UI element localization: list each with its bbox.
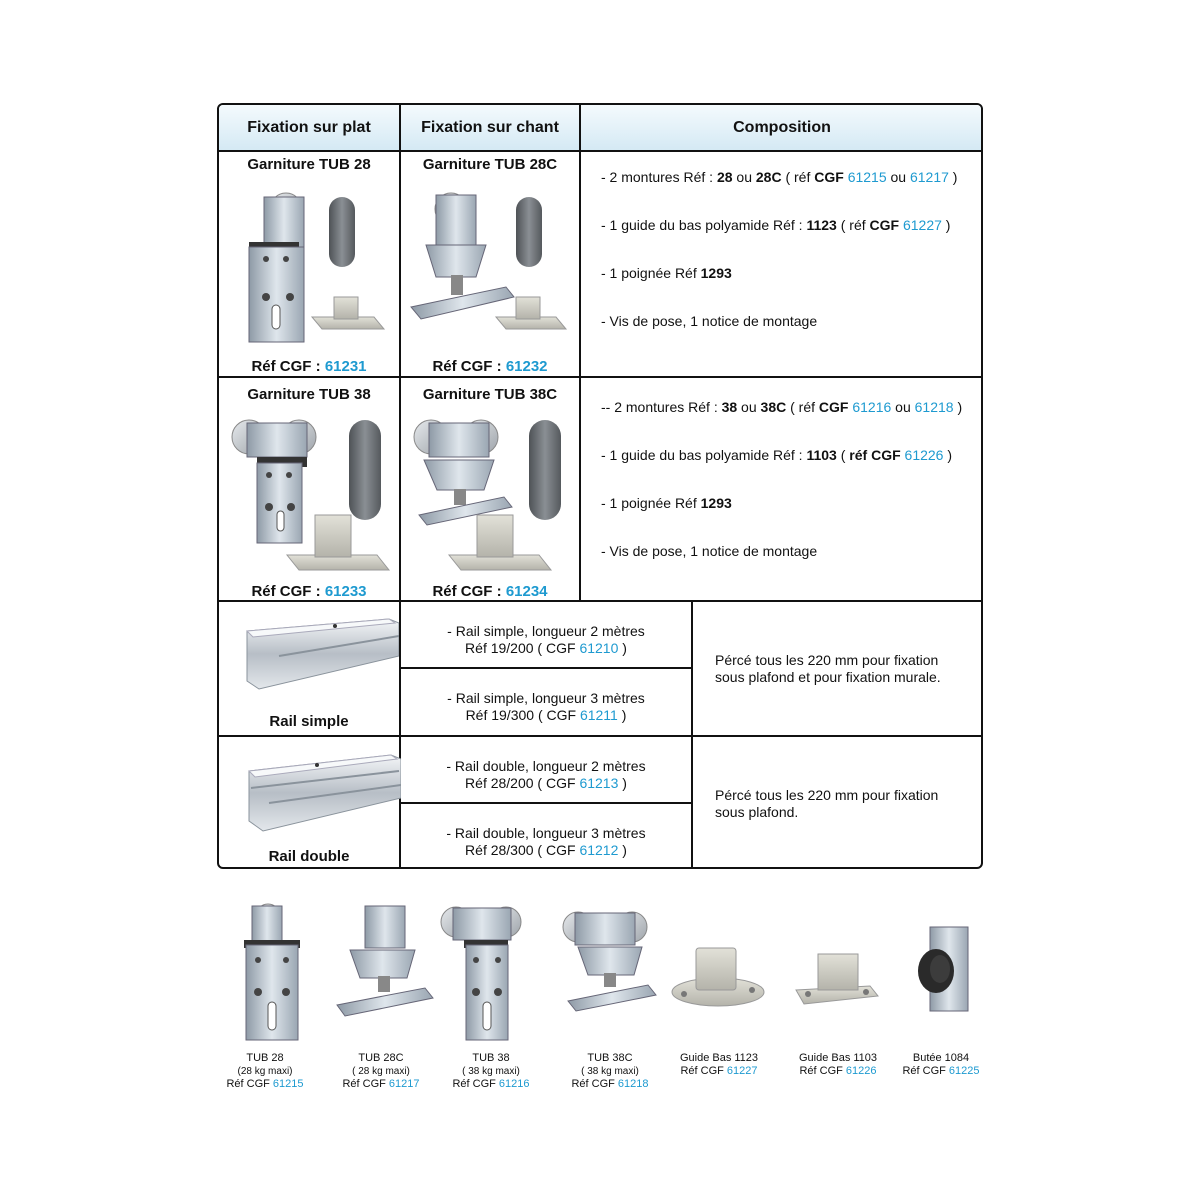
row1-mid-title: Garniture TUB 28C <box>422 156 558 173</box>
row2-left-title: Garniture TUB 38 <box>247 386 371 403</box>
bottom-butee-1084-image <box>918 926 969 1012</box>
bottom-tub28-image <box>244 903 300 1041</box>
rail-double-image <box>247 754 401 832</box>
ref-label: Réf CGF : <box>251 358 321 375</box>
row2-comp-line-4: - Vis de pose, 1 notice de montage <box>601 543 818 559</box>
rail-ref: Réf 28/200 ( CGF 61213 ) <box>465 775 627 791</box>
rail-desc: - Rail double, longueur 3 mètres <box>446 825 646 841</box>
header-fixation-plat: Fixation sur plat <box>219 105 399 151</box>
row1-left-ref: Réf CGF : 61231 <box>219 358 399 375</box>
ref-label: Réf CGF : <box>251 583 321 600</box>
bottom-tub38-image <box>440 906 522 1041</box>
divider <box>399 105 401 867</box>
row1-left-title: Garniture TUB 28 <box>247 156 371 173</box>
rail-simple-2m: - Rail simple, longueur 2 mètres Réf 19/… <box>401 623 691 657</box>
row2-mid-ref: Réf CGF : 61234 <box>401 583 579 600</box>
bottom-tub28c-image <box>336 905 434 1017</box>
ref-number: 61232 <box>505 358 548 375</box>
rail-ref: Réf 28/300 ( CGF 61212 ) <box>465 842 627 858</box>
ref-label: Réf CGF : <box>432 358 502 375</box>
bottom-caption-guide-1103: Guide Bas 1103 Réf CGF 61226 <box>798 1052 878 1077</box>
bottom-caption-tub28c: TUB 28C ( 28 kg maxi) Réf CGF 61217 <box>342 1052 420 1090</box>
rail-simple-image <box>245 618 399 690</box>
row2-comp-line-2: - 1 guide du bas polyamide Réf : 1103 ( … <box>601 447 953 463</box>
rail-simple-label: Rail simple <box>269 713 349 730</box>
rail-desc: - Rail simple, longueur 3 mètres <box>447 690 645 706</box>
ref-number: 61233 <box>324 583 367 600</box>
divider <box>579 105 581 600</box>
rail-simple-note: Pércé tous les 220 mm pour fixation sous… <box>715 652 941 685</box>
tub38-image <box>231 419 391 571</box>
row1-comp-line-2: - 1 guide du bas polyamide Réf : 1123 ( … <box>601 217 951 233</box>
bottom-caption-tub28: TUB 28 (28 kg maxi) Réf CGF 61215 <box>226 1052 304 1090</box>
divider <box>219 150 981 152</box>
tub28-image <box>248 192 386 343</box>
bottom-caption-guide-1123: Guide Bas 1123 Réf CGF 61227 <box>679 1052 759 1077</box>
tub38c-image <box>413 419 561 571</box>
row1-mid-ref: Réf CGF : 61232 <box>401 358 579 375</box>
divider <box>219 376 981 378</box>
ref-label: Réf CGF : <box>432 583 502 600</box>
rail-double-3m: - Rail double, longueur 3 mètres Réf 28/… <box>401 825 691 859</box>
row2-comp-line-1: -- 2 montures Réf : 38 ou 38C ( réf CGF … <box>601 399 963 415</box>
divider <box>399 802 691 804</box>
rail-simple-3m: - Rail simple, longueur 3 mètres Réf 19/… <box>401 690 691 724</box>
product-table: Fixation sur plat Fixation sur chant Com… <box>217 103 983 869</box>
rail-ref: Réf 19/300 ( CGF 61211 ) <box>465 707 627 723</box>
divider <box>399 667 691 669</box>
row1-comp-line-4: - Vis de pose, 1 notice de montage <box>601 313 818 329</box>
divider <box>691 600 693 867</box>
ref-number: 61234 <box>505 583 548 600</box>
row1-comp-line-1: - 2 montures Réf : 28 ou 28C ( réf CGF 6… <box>601 169 958 185</box>
rail-desc: - Rail double, longueur 2 mètres <box>446 758 646 774</box>
row2-comp-line-3: - 1 poignée Réf 1293 <box>601 495 732 511</box>
tub28c-image <box>410 192 568 330</box>
rail-desc: - Rail simple, longueur 2 mètres <box>447 623 645 639</box>
header-composition: Composition <box>581 105 981 151</box>
bottom-caption-tub38: TUB 38 ( 38 kg maxi) Réf CGF 61216 <box>452 1052 530 1090</box>
divider <box>219 735 981 737</box>
row1-comp-line-3: - 1 poignée Réf 1293 <box>601 265 732 281</box>
rail-double-label: Rail double <box>268 848 350 865</box>
bottom-tub38c-image <box>562 911 657 1012</box>
ref-number: 61231 <box>324 358 367 375</box>
divider <box>219 600 981 602</box>
bottom-caption-tub38c: TUB 38C ( 38 kg maxi) Réf CGF 61218 <box>571 1052 649 1090</box>
row2-mid-title: Garniture TUB 38C <box>422 386 558 403</box>
bottom-caption-butee-1084: Butée 1084 Réf CGF 61225 <box>902 1052 980 1077</box>
header-fixation-chant: Fixation sur chant <box>401 105 579 151</box>
bottom-guide-1103-image <box>795 953 879 1005</box>
rail-ref: Réf 19/200 ( CGF 61210 ) <box>465 640 627 656</box>
row2-left-ref: Réf CGF : 61233 <box>219 583 399 600</box>
rail-double-note: Pércé tous les 220 mm pour fixation sous… <box>715 787 939 820</box>
rail-double-2m: - Rail double, longueur 2 mètres Réf 28/… <box>401 758 691 792</box>
bottom-guide-1123-image <box>671 947 765 1007</box>
